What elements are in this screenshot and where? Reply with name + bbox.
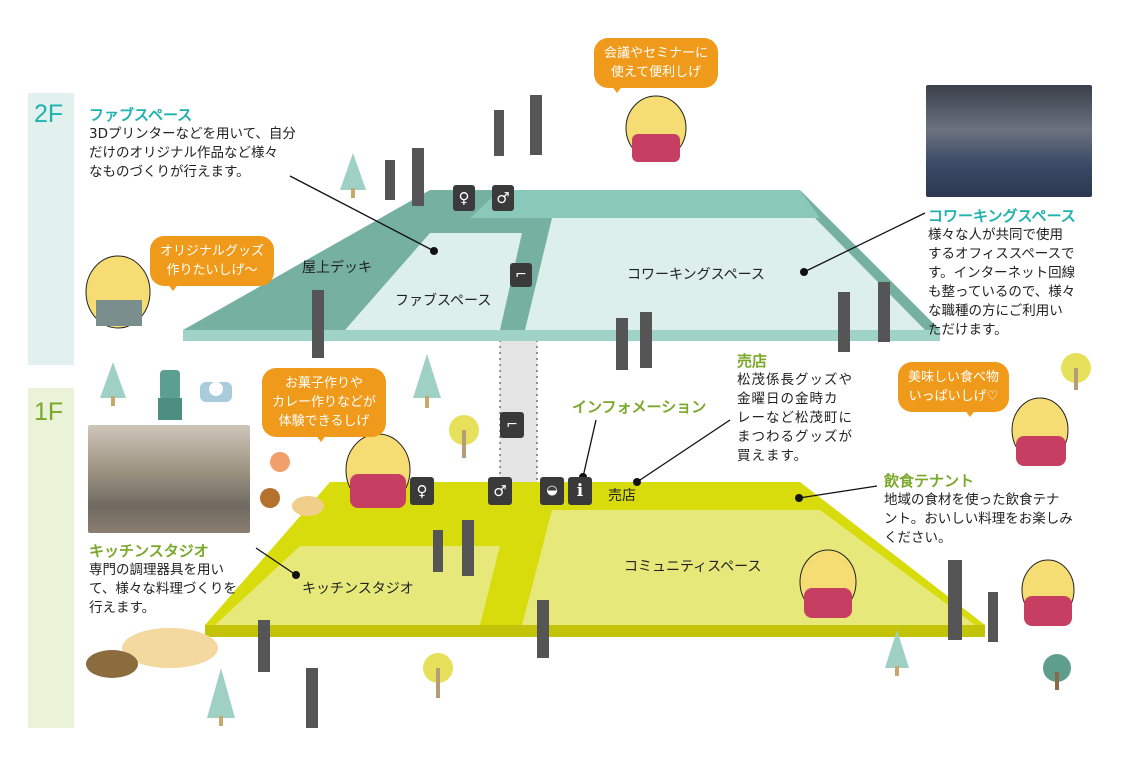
callout-desc: 地域の食材を使った飲食テナ ント。おいしい料理をお楽しみ ください。: [884, 492, 1073, 546]
restroom-women-icon: ♀: [410, 477, 434, 505]
mascot-character: [625, 95, 687, 162]
blender-icon: [158, 370, 182, 420]
speech-bubble-goods: オリジナルグッズ 作りたいしげ〜: [150, 236, 275, 291]
speech-bubble-sweets: お菓子作りや カレー作りなどが 体験できるしげ: [262, 368, 387, 442]
callout-desc: 3Dプリンターなどを用いて、自分 だけのオリジナル作品など様々 なものづくりが行…: [89, 126, 296, 180]
callout-shop: 売店 松茂係長グッズや 金曜日の金時カ レーなど松茂町に まつわるグッズが 買え…: [737, 350, 853, 466]
tree-icon: [1043, 654, 1071, 690]
tree-icon: [207, 668, 235, 726]
mascot-character: [345, 433, 411, 508]
shop-pointer-line: [636, 419, 731, 483]
callout-title: コワーキングスペース: [928, 207, 1076, 225]
sweets-illustration: [260, 452, 324, 516]
kitchen-studio-photo: [88, 425, 250, 533]
coworking-photo: [926, 85, 1092, 197]
callout-info: インフォメーション: [572, 396, 706, 417]
mascot-character: [85, 255, 151, 329]
callout-fab: ファブスペース 3Dプリンターなどを用いて、自分 だけのオリジナル作品など様々 …: [89, 104, 296, 182]
scale-icon: [200, 382, 232, 402]
floor-1f-community-area: [522, 510, 975, 625]
restroom-women-icon: ♀: [453, 185, 475, 211]
tree-icon: [1061, 353, 1091, 390]
speech-bubble-food: 美味しい食べ物 いっぱいしげ♡: [898, 362, 1010, 417]
callout-coworking: コワーキングスペース 様々な人が共同で使用 するオフィススペースで す。インター…: [928, 205, 1076, 340]
info-pointer-line: [582, 419, 597, 478]
food-illustration: [86, 628, 218, 678]
information-icon: i: [568, 477, 592, 505]
floor-2f-fab-area: [345, 233, 522, 330]
tree-icon: [885, 630, 909, 676]
mascot-character: [799, 549, 857, 618]
stairs-icon: ⌐: [510, 263, 532, 287]
map-label-community: コミュニティスペース: [624, 559, 762, 575]
map-label-coworking: コワーキングスペース: [627, 267, 765, 283]
floor-2f-coworking-area: [525, 218, 925, 330]
map-label-shop: 売店: [608, 488, 636, 504]
baby-changing-icon: ◒: [540, 477, 564, 505]
floor-1f-kitchen-area: [215, 546, 500, 625]
tree-icon: [100, 362, 126, 406]
callout-restaurant: 飲食テナント 地域の食材を使った飲食テナ ント。おいしい料理をお楽しみ ください…: [884, 470, 1073, 548]
speech-bubble-meeting: 会議やセミナーに 使えて便利しげ: [594, 38, 719, 93]
map-label-kitchen: キッチンスタジオ: [302, 581, 414, 597]
floor-1f-bar: [28, 388, 74, 728]
mascot-character: [1011, 397, 1069, 466]
callout-desc: 松茂係長グッズや 金曜日の金時カ レーなど松茂町に まつわるグッズが 買えます。: [737, 372, 853, 464]
stairs-icon: ⌐: [500, 412, 524, 438]
floor-2f-band: [470, 190, 820, 218]
coworking-pointer-line: [803, 212, 926, 273]
floor-1f-base: [205, 625, 985, 637]
restroom-men-icon: ♂: [492, 185, 514, 211]
floor-2f-base: [183, 330, 940, 341]
restaurant-pointer-line: [798, 485, 878, 499]
map-label-fab: ファブスペース: [395, 293, 492, 309]
callout-title: ファブスペース: [89, 106, 193, 124]
tree-icon: [340, 153, 366, 198]
kitchen-pointer-line: [255, 547, 297, 576]
callout-title: キッチンスタジオ: [89, 542, 209, 560]
callout-title: 売店: [737, 352, 768, 370]
person-figure: [258, 95, 998, 728]
floor-1f-label: 1F: [34, 398, 64, 426]
callout-desc: 専門の調理器具を用い て、様々な料理づくりを 行えます。: [89, 562, 237, 616]
tree-icon: [449, 415, 479, 458]
floor-2f-bar: [28, 93, 74, 365]
fab-pointer-line: [289, 175, 435, 252]
restroom-men-icon: ♂: [488, 477, 512, 505]
callout-kitchen: キッチンスタジオ 専門の調理器具を用い て、様々な料理づくりを 行えます。: [89, 540, 237, 618]
floor-2f-label: 2F: [34, 100, 64, 128]
mascot-character: [1021, 559, 1075, 626]
map-label-rooftop: 屋上デッキ: [302, 260, 372, 276]
callout-title: 飲食テナント: [884, 472, 975, 490]
tree-icon: [413, 354, 441, 408]
tree-icon: [423, 653, 453, 698]
callout-title: インフォメーション: [572, 398, 707, 416]
callout-desc: 様々な人が共同で使用 するオフィススペースで す。インターネット回線 も整ってい…: [928, 227, 1076, 338]
